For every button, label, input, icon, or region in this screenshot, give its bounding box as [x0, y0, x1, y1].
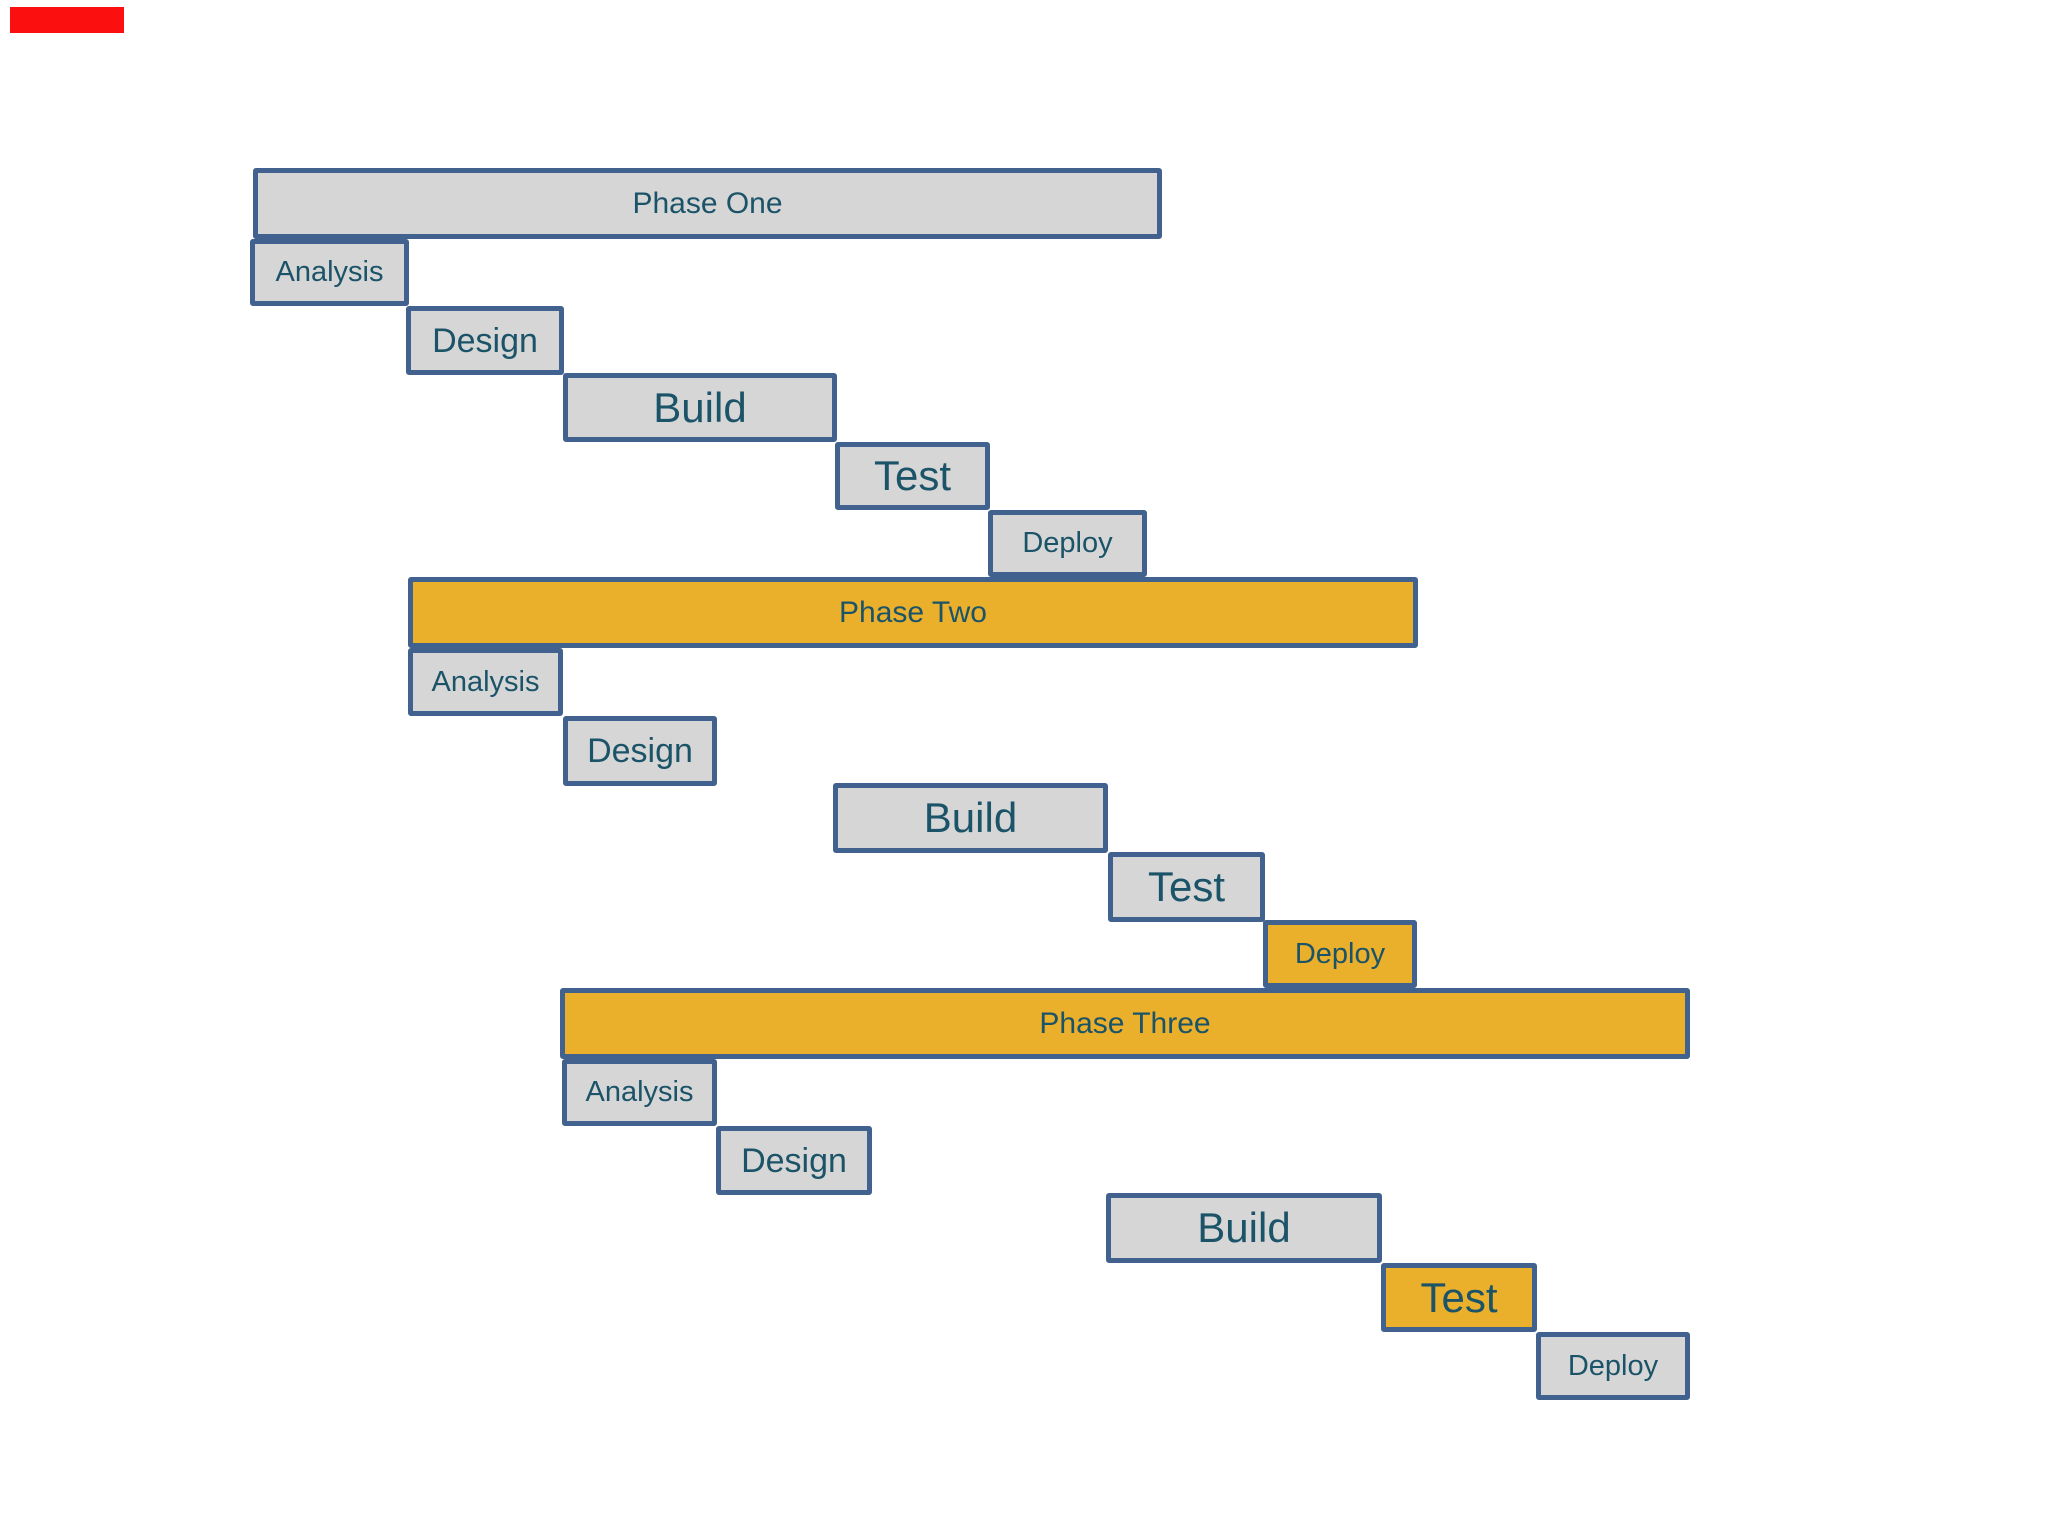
bar-p1-deploy: Deploy: [988, 510, 1147, 577]
bar-p2-build: Build: [833, 783, 1108, 853]
bar-p2-analysis-label: Analysis: [431, 665, 540, 698]
bar-p3-test-label: Test: [1420, 1273, 1498, 1321]
bar-p1-build-label: Build: [653, 383, 747, 431]
bar-p3-deploy: Deploy: [1536, 1332, 1690, 1400]
bar-p1-analysis-label: Analysis: [275, 256, 384, 288]
bar-p3-deploy-label: Deploy: [1567, 1349, 1659, 1382]
bar-phase-three-label: Phase Three: [1039, 1006, 1211, 1040]
bar-p2-deploy-label: Deploy: [1294, 937, 1386, 970]
bar-p3-analysis-label: Analysis: [585, 1076, 694, 1108]
bar-p3-build-label: Build: [1197, 1204, 1291, 1251]
red-marker: [10, 7, 124, 33]
bar-p3-build: Build: [1106, 1193, 1382, 1263]
bar-p1-analysis: Analysis: [250, 239, 409, 306]
bar-p3-design-label: Design: [741, 1141, 847, 1180]
bar-p2-design: Design: [563, 716, 717, 786]
bar-p2-test: Test: [1108, 852, 1265, 922]
bar-p2-build-label: Build: [923, 794, 1018, 841]
bar-p1-build: Build: [563, 373, 837, 442]
bar-p1-design: Design: [406, 306, 564, 375]
bar-phase-two-label: Phase Two: [839, 595, 987, 629]
bar-p3-design: Design: [716, 1126, 872, 1195]
bar-p2-analysis: Analysis: [408, 648, 563, 716]
bar-p1-test-label: Test: [873, 452, 952, 499]
bar-phase-two: Phase Two: [408, 577, 1418, 648]
bar-phase-one: Phase One: [253, 168, 1162, 239]
bar-p3-test: Test: [1381, 1263, 1537, 1332]
bar-p1-design-label: Design: [432, 321, 538, 360]
bar-p1-test: Test: [835, 442, 990, 510]
bar-phase-three: Phase Three: [560, 988, 1690, 1059]
bar-p1-deploy-label: Deploy: [1022, 527, 1113, 559]
bar-phase-one-label: Phase One: [632, 186, 783, 220]
bar-p3-analysis: Analysis: [562, 1059, 717, 1126]
bar-p2-deploy: Deploy: [1263, 920, 1417, 988]
bar-p2-design-label: Design: [587, 732, 693, 770]
bar-p2-test-label: Test: [1147, 863, 1226, 910]
